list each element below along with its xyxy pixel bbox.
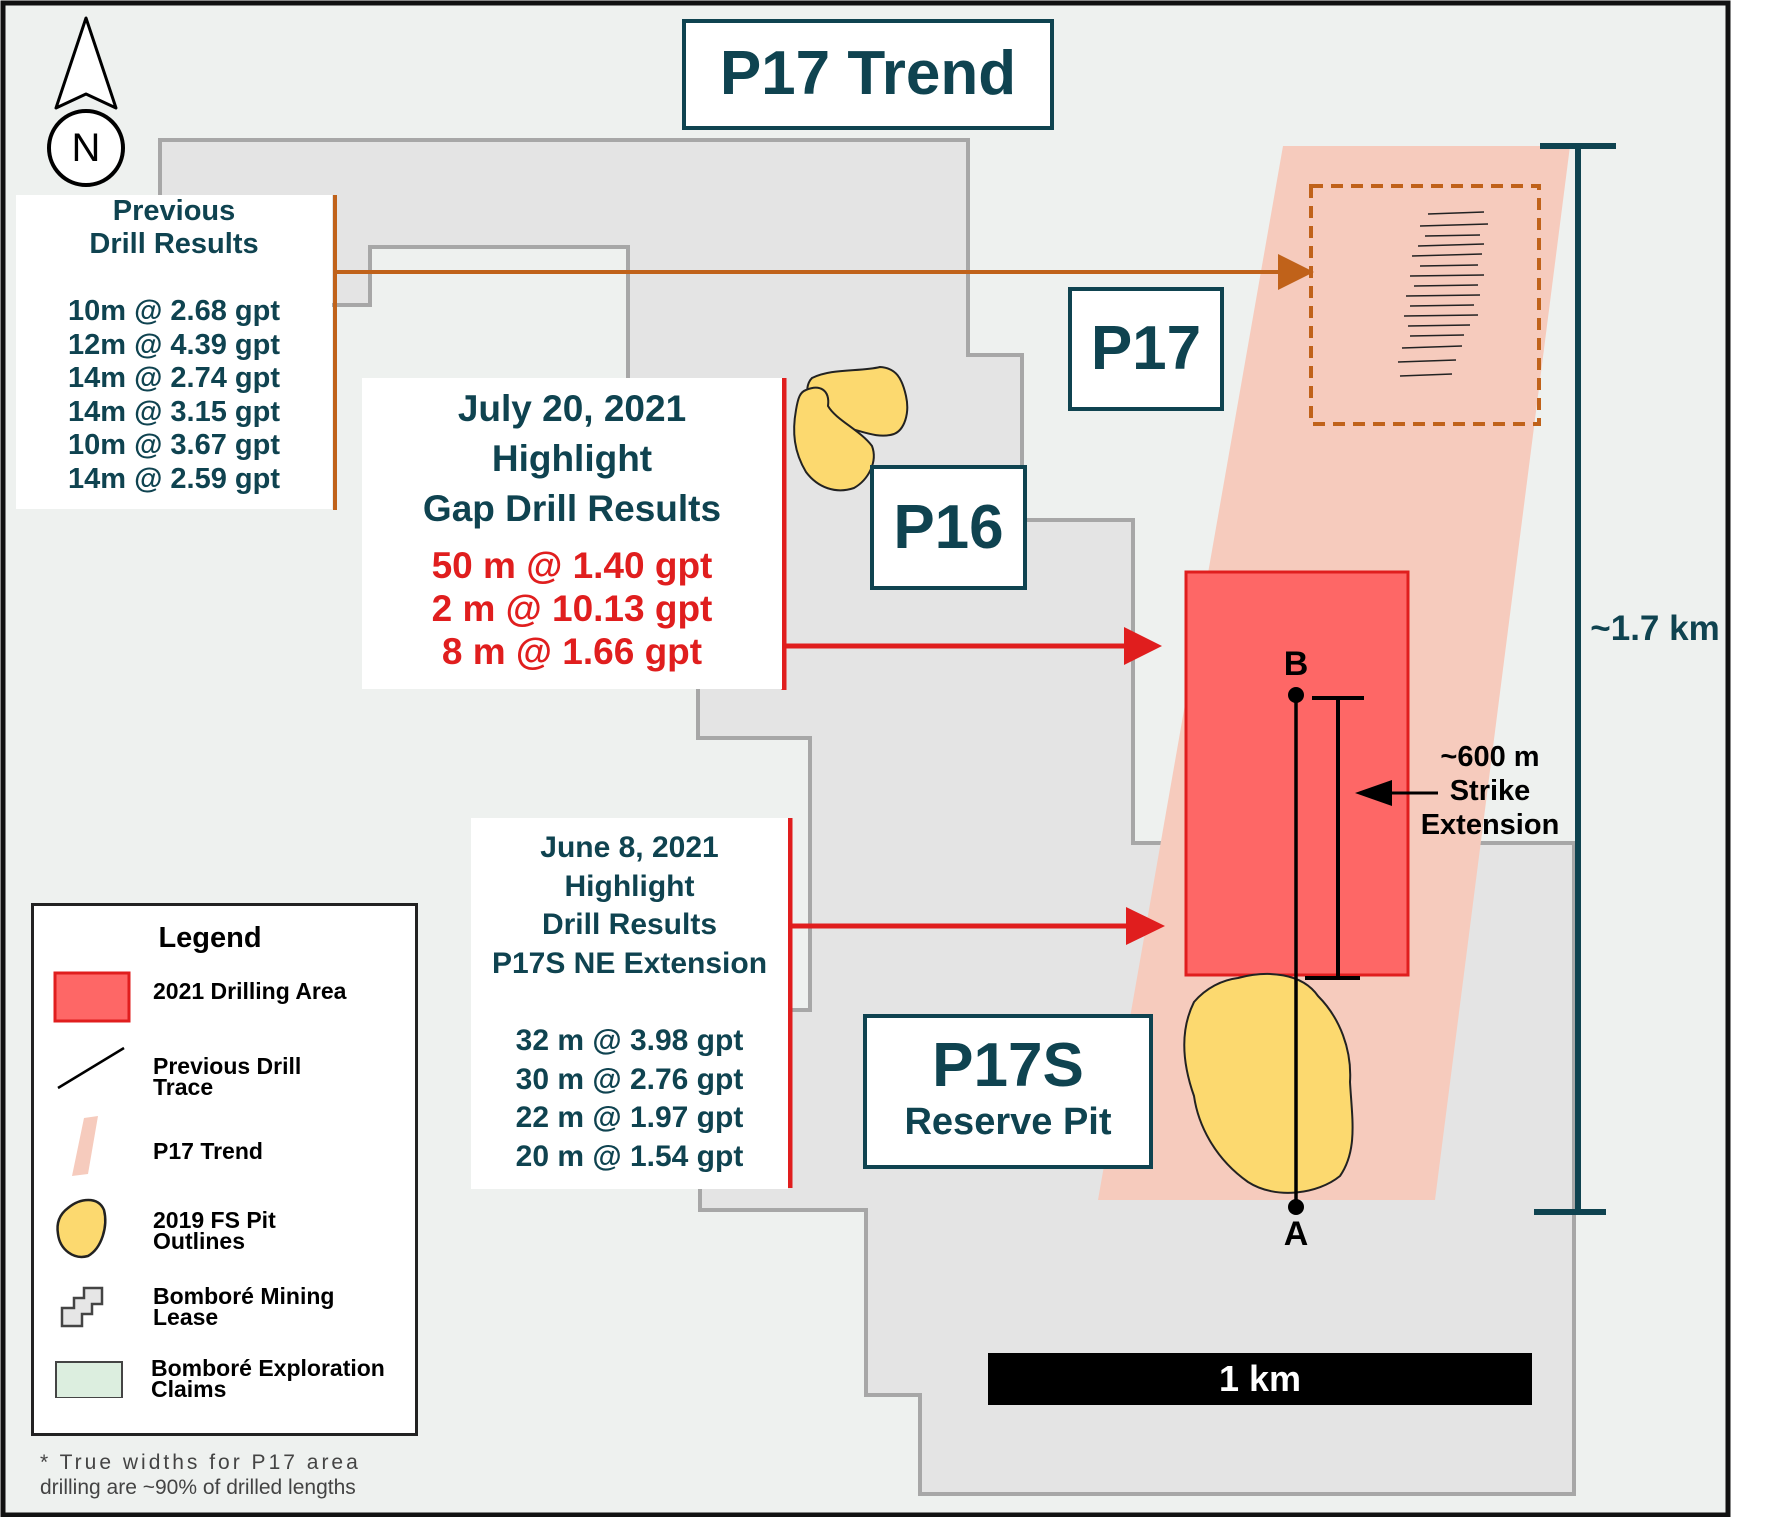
- p16-label-box: [870, 465, 1027, 590]
- drilling-area-swatch-icon: [53, 971, 131, 1023]
- p16-label: P16: [893, 493, 1004, 562]
- strike-pointer-arrowhead-icon: [1355, 780, 1392, 806]
- footnote-line-2: drilling are ~90% of drilled lengths: [40, 1476, 356, 1499]
- june-result-item: 20 m @ 1.54 gpt: [515, 1139, 744, 1173]
- exploration-claims-icon: [55, 1361, 123, 1398]
- legend-item-line: Lease: [153, 1304, 219, 1330]
- north-arrow-icon: [47, 16, 125, 187]
- july-results-panel: [362, 378, 782, 689]
- legend-item-label: Bomboré Exploration Claims: [151, 1355, 413, 1402]
- strike-extension-label: ~600 m Strike Extension: [1405, 740, 1575, 842]
- mining-lease-icon: [60, 1286, 104, 1328]
- july-results-arrowhead-icon: [1124, 627, 1162, 665]
- legend-item-label: 2021 Drilling Area: [153, 978, 413, 1004]
- july-result-item: 8 m @ 1.66 gpt: [441, 631, 703, 672]
- north-label: N: [71, 126, 101, 170]
- previous-result-item: 12m @ 4.39 gpt: [67, 328, 281, 361]
- previous-result-item: 14m @ 3.15 gpt: [67, 395, 281, 428]
- june-heading-line: Highlight: [564, 869, 695, 903]
- strike-extension-line: ~600 m: [1440, 741, 1540, 773]
- legend-item-label: Previous Drill Trace: [153, 1053, 413, 1100]
- p17s-label-box: [863, 1014, 1153, 1169]
- june-result-item: 22 m @ 1.97 gpt: [515, 1101, 744, 1134]
- legend-item-line: Claims: [151, 1376, 227, 1402]
- legend-item-label: P17 Trend: [153, 1138, 413, 1164]
- section-point-a-label: A: [1283, 1215, 1309, 1253]
- june-results-connector: [787, 818, 1165, 1188]
- june-results-panel: [471, 818, 788, 1189]
- p17s-label: P17S: [932, 1031, 1084, 1100]
- previous-results-heading: Previous Drill Results: [16, 195, 332, 261]
- july-results-heading: July 20, 2021 Highlight Gap Drill Result…: [362, 384, 782, 534]
- previous-results-panel: [16, 195, 332, 509]
- scale-bar-label: 1 km: [1218, 1358, 1302, 1399]
- trend-length-measure: [1534, 143, 1616, 1215]
- previous-result-item: 14m @ 2.59 gpt: [67, 462, 281, 495]
- title-box: [682, 19, 1054, 130]
- previous-results-heading-line-1: Previous: [112, 195, 236, 227]
- july-result-item: 50 m @ 1.40 gpt: [431, 545, 713, 586]
- legend-item-line: Previous Drill: [153, 1053, 302, 1079]
- previous-result-item: 10m @ 3.67 gpt: [67, 429, 281, 461]
- p17-target-box: [1309, 184, 1541, 426]
- june-results-heading: June 8, 2021 Highlight Drill Results P17…: [471, 829, 788, 983]
- page-title: P17 Trend: [719, 39, 1017, 108]
- legend-item-line: 2019 FS Pit: [153, 1207, 276, 1233]
- p17-label: P17: [1090, 314, 1202, 383]
- june-heading-line: Drill Results: [541, 908, 718, 941]
- trend-length-label: ~1.7 km: [1590, 609, 1720, 648]
- previous-result-item: 14m @ 2.74 gpt: [67, 362, 281, 394]
- strike-extension-bracket: [1305, 696, 1364, 980]
- june-result-item: 30 m @ 2.76 gpt: [515, 1062, 744, 1096]
- strike-extension-line: Strike: [1449, 775, 1531, 807]
- legend-item-line: Outlines: [153, 1228, 246, 1254]
- legend-item-label: 2019 FS Pit Outlines: [153, 1207, 413, 1254]
- previous-results-heading-line-2: Drill Results: [89, 228, 259, 260]
- footnote: * True widths for P17 area drilling are …: [40, 1450, 420, 1500]
- pit-outline-icon: [56, 1198, 107, 1259]
- previous-results-list: 10m @ 2.68 gpt 12m @ 4.39 gpt 14m @ 2.74…: [16, 295, 332, 496]
- june-result-item: 32 m @ 3.98 gpt: [515, 1024, 744, 1057]
- july-result-item: 2 m @ 10.13 gpt: [431, 588, 713, 629]
- previous-results-arrowhead-icon: [1278, 254, 1314, 290]
- scale-bar: [988, 1353, 1532, 1405]
- p17s-sublabel: Reserve Pit: [904, 1101, 1112, 1143]
- july-heading-line: Gap Drill Results: [422, 488, 722, 529]
- trend-swatch-icon: [72, 1116, 98, 1176]
- june-heading-line: P17S NE Extension: [491, 946, 768, 980]
- p17-label-box: [1068, 287, 1224, 411]
- legend-item-line: Bomboré Exploration: [151, 1355, 385, 1381]
- p17-drill-traces: [1397, 211, 1489, 377]
- june-heading-line: June 8, 2021: [540, 831, 719, 864]
- legend-item-line: Trace: [153, 1074, 214, 1100]
- legend-item-label: Bomboré Mining Lease: [153, 1283, 413, 1330]
- legend-title: Legend: [158, 922, 262, 954]
- drill-trace-icon: [57, 1046, 125, 1090]
- june-results-arrowhead-icon: [1126, 907, 1165, 945]
- july-results-list: 50 m @ 1.40 gpt 2 m @ 10.13 gpt 8 m @ 1.…: [362, 544, 782, 673]
- legend-item-line: P17 Trend: [153, 1138, 263, 1164]
- strike-extension-line: Extension: [1420, 809, 1560, 841]
- section-point-b-label: B: [1283, 645, 1309, 683]
- previous-result-item: 10m @ 2.68 gpt: [67, 295, 281, 327]
- july-results-connector: [781, 378, 1162, 690]
- section-point-a-marker: [1288, 1199, 1304, 1215]
- previous-results-connector: [333, 195, 1314, 510]
- july-heading-line: July 20, 2021: [457, 388, 687, 429]
- p16-pit-outline-south: [793, 386, 875, 492]
- section-point-b-marker: [1288, 687, 1304, 703]
- legend-icons: [53, 971, 131, 1398]
- p17s-pit-outline: [1183, 973, 1354, 1194]
- footnote-line-1: * True widths for P17 area: [40, 1451, 361, 1474]
- june-results-list: 32 m @ 3.98 gpt 30 m @ 2.76 gpt 22 m @ 1…: [471, 1022, 788, 1176]
- july-heading-line: Highlight: [491, 438, 653, 479]
- legend-item-line: 2021 Drilling Area: [153, 978, 347, 1004]
- legend-item-line: Bomboré Mining: [153, 1283, 335, 1309]
